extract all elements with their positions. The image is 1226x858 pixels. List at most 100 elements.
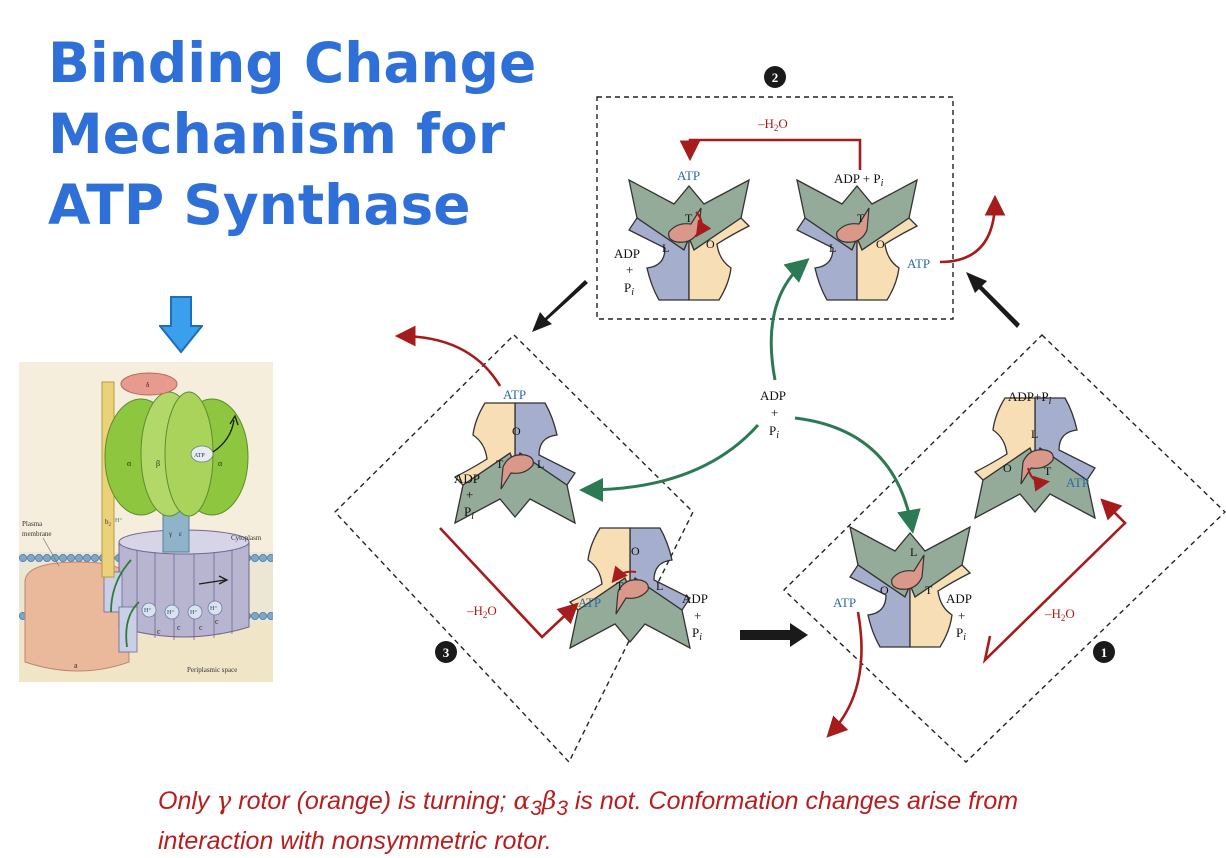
- adp-pi-label-1t: ADP+Pi: [1008, 389, 1052, 407]
- site-t-1b: T: [925, 583, 933, 597]
- site-l-1b: L: [910, 545, 917, 559]
- water-release-arrow-2: [679, 138, 862, 170]
- c-subunit-label-1: c: [157, 627, 161, 636]
- adp-label-3t: ADP: [454, 471, 480, 486]
- h-plus-label-4: H⁺: [210, 605, 218, 612]
- water-release-arrow-3: [439, 527, 579, 639]
- membrane-bead: [258, 553, 267, 562]
- membrane-bead: [59, 553, 68, 562]
- plus-label-2l: +: [626, 262, 633, 277]
- site-l-3b: L: [656, 579, 663, 593]
- site-t-1t: T: [1044, 464, 1052, 478]
- atp-label-2l: ATP: [677, 168, 700, 183]
- hexamer-state3-bottom: [569, 527, 691, 649]
- adp-label-3b: ADP: [682, 591, 708, 606]
- membrane-bead: [42, 553, 51, 562]
- membrane-bead: [267, 554, 273, 562]
- beta-symbol: β: [541, 786, 557, 815]
- atp-label-1b: ATP: [833, 595, 856, 610]
- title-line-3: ATP Synthase: [48, 173, 471, 237]
- substrate-arrow-to-2: [769, 258, 810, 381]
- pi-label-2l: Pi: [624, 280, 634, 298]
- h-plus-label-1: H⁺: [144, 607, 152, 614]
- hexamer-state2-right: [796, 179, 918, 301]
- adp-label-2l: ADP: [614, 246, 640, 261]
- site-o-3t: O: [512, 424, 521, 438]
- c-subunit-label-4: c: [215, 617, 219, 626]
- hexamer-state1-top: [974, 397, 1096, 519]
- site-o-3b: O: [631, 544, 640, 558]
- pi-label-1b: Pi: [956, 625, 966, 643]
- transition-arrows: [532, 272, 1020, 647]
- membrane-bead: [267, 612, 273, 620]
- membrane-bead: [250, 553, 259, 562]
- site-o-2r: O: [876, 237, 885, 251]
- plus-label-3b: +: [694, 608, 701, 623]
- membrane-bead: [250, 611, 259, 620]
- membrane-bead: [19, 553, 27, 562]
- atp-release-arrow-3: [394, 325, 502, 387]
- f1-hexamer: [104, 391, 249, 517]
- h-plus-label-3: H⁺: [190, 609, 198, 616]
- transition-arrow-3-to-1: [740, 623, 808, 647]
- h-plus-label-top: H⁺: [115, 517, 123, 524]
- atp-label-3t: ATP: [503, 387, 526, 402]
- hexamer-state2-left: [628, 179, 750, 301]
- site-l-1t: L: [1031, 427, 1038, 441]
- step-1-badge: 1: [1093, 641, 1115, 663]
- water-label-3: –H2O: [466, 603, 497, 620]
- title-line-2: Mechanism for: [48, 102, 505, 166]
- alpha-symbol: α: [513, 786, 531, 815]
- pi-label-center: Pi: [769, 423, 779, 441]
- delta-label: δ: [146, 381, 150, 389]
- cytoplasm-label: Cytoplasm: [231, 534, 262, 542]
- svg-text:b2: b2: [105, 518, 112, 528]
- state-3-frame: [334, 334, 694, 764]
- site-t-2l: T: [685, 211, 693, 225]
- svg-text:1: 1: [1101, 645, 1108, 660]
- down-arrow-icon: [159, 296, 203, 354]
- atp-synthase-illustration: a c c c c H⁺ H⁺ H⁺ H⁺ b: [19, 362, 273, 682]
- atp-release-arrow-2: [939, 194, 1006, 264]
- site-l-3t: L: [537, 457, 544, 471]
- epsilon-label: ε: [179, 530, 182, 538]
- water-label-1: –H2O: [1044, 606, 1075, 623]
- transition-arrow-2-to-3: [532, 280, 588, 332]
- hexamer-state3-top: [454, 402, 576, 524]
- c-subunit-label-3: c: [199, 623, 203, 632]
- site-o-2l: O: [706, 237, 715, 251]
- water-label-2: –H2O: [757, 116, 788, 133]
- site-o-1t: O: [1003, 461, 1012, 475]
- slide-title: Binding Change Mechanism for ATP Synthas…: [48, 28, 537, 241]
- site-t-2r: T: [857, 211, 865, 225]
- membrane-bead: [258, 611, 267, 620]
- site-l-2l: L: [662, 241, 669, 255]
- membrane-bead: [91, 553, 100, 562]
- adp-label-center: ADP: [760, 388, 786, 403]
- svg-text:3: 3: [443, 645, 450, 660]
- membrane-bead: [34, 553, 43, 562]
- membrane-bead: [26, 553, 35, 562]
- caption: Only γ rotor (orange) is turning; α3β3 i…: [158, 784, 1198, 858]
- atp-site-label: ATP: [194, 453, 205, 459]
- gamma-symbol: γ: [216, 786, 232, 815]
- step-2-badge: 2: [764, 66, 786, 88]
- atp-release-arrow-1: [826, 611, 863, 738]
- plus-label-3t: +: [466, 487, 473, 502]
- substrate-arrow-to-3: [579, 424, 760, 502]
- membrane-bead: [67, 553, 76, 562]
- water-release-arrow-1: [982, 498, 1127, 664]
- state-1-frame: [782, 334, 1226, 763]
- plasma-membrane-label-2: membrane: [22, 530, 52, 538]
- alpha-label-left: α: [127, 459, 132, 468]
- state-2-frame: [596, 96, 954, 320]
- title-line-1: Binding Change: [48, 31, 537, 95]
- adp-label-1b: ADP: [946, 591, 972, 606]
- svg-text:2: 2: [772, 70, 779, 85]
- plus-label-center: +: [771, 405, 778, 420]
- atp-label-2r: ATP: [907, 256, 930, 271]
- atp-label-3b: ATP: [578, 595, 601, 610]
- a-subunit-label: a: [74, 661, 78, 670]
- membrane-bead: [83, 553, 92, 562]
